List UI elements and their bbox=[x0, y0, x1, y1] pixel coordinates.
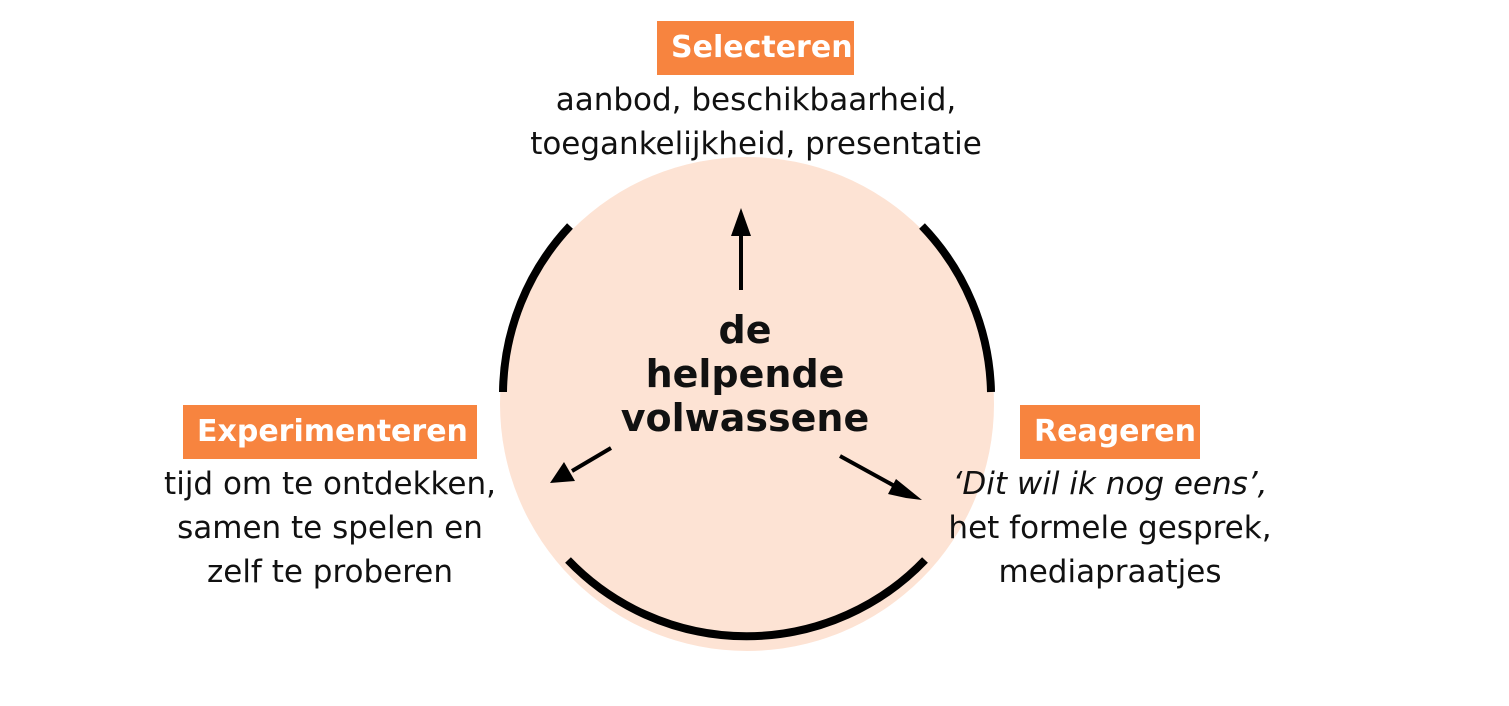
reageren-description: ‘Dit wil ik nog eens’, het formele gespr… bbox=[910, 462, 1310, 594]
arrow-up-icon bbox=[731, 208, 751, 290]
description-line: mediapraatjes bbox=[998, 554, 1222, 590]
description-line: zelf te proberen bbox=[206, 554, 454, 590]
center-line: de bbox=[718, 308, 772, 352]
description-line: het formele gesprek, bbox=[948, 510, 1272, 546]
center-circle bbox=[500, 157, 994, 651]
arc-right bbox=[919, 223, 995, 393]
center-line: volwassene bbox=[620, 396, 870, 440]
arc-left bbox=[499, 223, 573, 393]
center-label: de helpende volwassene bbox=[560, 308, 930, 440]
arrow-left-icon bbox=[550, 446, 613, 483]
reageren-tag: Reageren bbox=[1020, 405, 1200, 459]
description-line: aanbod, beschikbaarheid, bbox=[555, 82, 957, 118]
experimenteren-description: tijd om te ontdekken, samen te spelen en… bbox=[130, 462, 530, 594]
experimenteren-tag: Experimenteren bbox=[183, 405, 477, 459]
arc-bottom bbox=[565, 557, 928, 641]
selecteren-tag: Selecteren bbox=[657, 21, 854, 75]
selecteren-description: aanbod, beschikbaarheid, toegankelijkhei… bbox=[456, 78, 1056, 166]
arrow-right-icon bbox=[839, 454, 922, 500]
description-line: toegankelijkheid, presentatie bbox=[530, 126, 982, 162]
description-line: samen te spelen en bbox=[177, 510, 483, 546]
center-line: helpende bbox=[645, 352, 845, 396]
description-line: ‘Dit wil ik nog eens’, bbox=[952, 466, 1268, 502]
description-line: tijd om te ontdekken, bbox=[164, 466, 496, 502]
